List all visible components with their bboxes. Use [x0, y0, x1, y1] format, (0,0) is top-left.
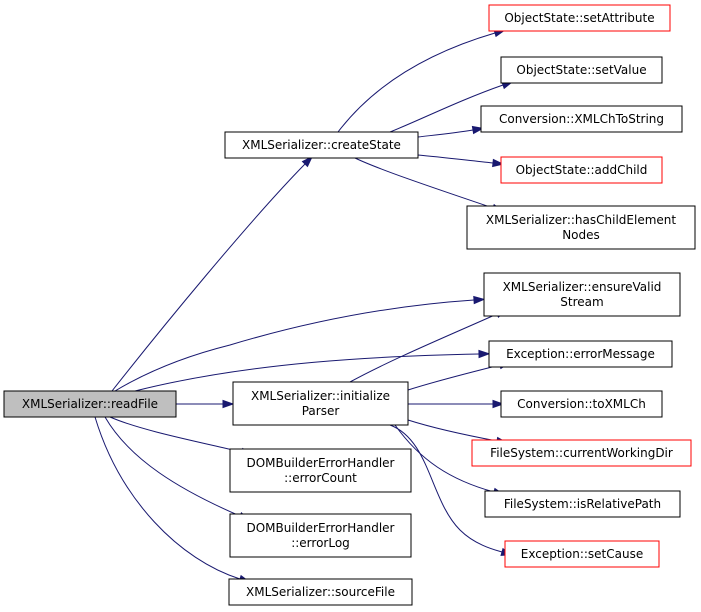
node-isRelativePath[interactable]: FileSystem::isRelativePath — [484, 490, 681, 518]
node-box — [229, 448, 412, 493]
edge-line — [337, 32, 496, 133]
node-box — [471, 439, 692, 467]
node-box — [224, 131, 419, 159]
edge-line — [389, 84, 504, 133]
node-label: Exception::setCause — [521, 547, 643, 561]
node-box — [480, 105, 683, 133]
edge-readFile-to-initializeParser — [175, 399, 235, 409]
edge-readFile-to-errorLog — [104, 416, 251, 521]
node-label: ObjectState::setValue — [516, 63, 646, 77]
edge-createState-to-xmlChToString — [417, 125, 485, 138]
edge-line — [407, 419, 498, 442]
node-label: ObjectState::setAttribute — [504, 11, 654, 25]
node-label: FileSystem::isRelativePath — [504, 497, 661, 511]
node-label: Exception::errorMessage — [506, 347, 655, 361]
node-label: FileSystem::currentWorkingDir — [490, 446, 673, 460]
node-box — [483, 272, 681, 317]
edge-line — [389, 424, 503, 553]
edge-line — [417, 129, 474, 138]
node-setCause[interactable]: Exception::setCause — [504, 540, 660, 568]
edge-line — [134, 353, 480, 392]
edge-line — [114, 299, 475, 392]
node-label: ::errorCount — [284, 471, 357, 485]
edge-initializeParser-to-toXMLCh — [407, 399, 505, 409]
node-label: Conversion::toXMLCh — [517, 397, 646, 411]
node-label: XMLSerializer::ensureValid — [503, 280, 662, 294]
node-label: ::errorLog — [291, 536, 350, 550]
node-currentWorkingDir[interactable]: FileSystem::currentWorkingDir — [471, 439, 692, 467]
node-createState[interactable]: XMLSerializer::createState — [224, 131, 419, 159]
edge-line — [104, 416, 241, 517]
node-box — [500, 390, 663, 418]
edge-line — [111, 163, 306, 392]
edge-arrowhead — [222, 399, 235, 409]
node-box — [466, 205, 696, 250]
node-box — [232, 381, 409, 426]
node-box — [228, 578, 413, 606]
edge-initializeParser-to-ensureValidStream — [349, 309, 508, 383]
node-box — [484, 490, 681, 518]
edge-line — [417, 154, 494, 164]
node-label: Parser — [302, 404, 340, 418]
node-box — [500, 56, 663, 84]
node-xmlChToString[interactable]: Conversion::XMLChToString — [480, 105, 683, 133]
edge-line — [394, 424, 495, 493]
edge-arrowhead — [471, 125, 485, 135]
edge-layer — [94, 29, 514, 583]
node-box — [488, 4, 671, 32]
node-box — [500, 156, 663, 184]
edge-readFile-to-errorMessage — [134, 349, 491, 392]
node-errorLog[interactable]: DOMBuilderErrorHandler::errorLog — [229, 513, 412, 558]
node-label: Conversion::XMLChToString — [499, 112, 664, 126]
edge-readFile-to-sourceFile — [94, 416, 251, 583]
node-layer: XMLSerializer::readFile XMLSerializer::cr… — [3, 4, 696, 606]
edge-arrowhead — [301, 155, 314, 168]
node-label: XMLSerializer::initialize — [251, 389, 390, 403]
node-errorMessage[interactable]: Exception::errorMessage — [488, 340, 673, 368]
node-box — [504, 540, 660, 568]
node-box — [488, 340, 673, 368]
edge-line — [407, 364, 501, 391]
node-setValue[interactable]: ObjectState::setValue — [500, 56, 663, 84]
node-box — [229, 513, 412, 558]
node-addChild[interactable]: ObjectState::addChild — [500, 156, 663, 184]
edge-arrowhead — [473, 295, 486, 305]
node-label: Stream — [560, 295, 603, 309]
node-label: DOMBuilderErrorHandler — [247, 456, 395, 470]
node-box — [3, 390, 177, 418]
edge-readFile-to-createState — [111, 155, 314, 392]
edge-arrowhead — [492, 399, 505, 409]
edge-line — [349, 313, 498, 383]
edge-arrowhead — [492, 158, 505, 168]
node-readFile[interactable]: XMLSerializer::readFile — [3, 390, 177, 418]
edge-line — [109, 416, 243, 453]
edge-createState-to-hasChildElementNodes — [354, 157, 504, 212]
edge-arrowhead — [478, 349, 491, 359]
node-label: XMLSerializer::sourceFile — [246, 585, 395, 599]
node-toXMLCh[interactable]: Conversion::toXMLCh — [500, 390, 663, 418]
node-label: XMLSerializer::createState — [242, 138, 401, 152]
node-label: ObjectState::addChild — [516, 163, 648, 177]
edge-createState-to-setAttribute — [337, 29, 507, 133]
edge-line — [354, 157, 494, 209]
node-label: XMLSerializer::hasChildElement — [486, 213, 676, 227]
node-label: DOMBuilderErrorHandler — [247, 521, 395, 535]
node-label: XMLSerializer::readFile — [22, 397, 158, 411]
node-label: Nodes — [562, 228, 600, 242]
edge-readFile-to-ensureValidStream — [114, 295, 486, 392]
node-errorCount[interactable]: DOMBuilderErrorHandler::errorCount — [229, 448, 412, 493]
edge-createState-to-addChild — [417, 154, 505, 168]
node-setAttribute[interactable]: ObjectState::setAttribute — [488, 4, 671, 32]
edge-line — [94, 416, 241, 580]
node-sourceFile[interactable]: XMLSerializer::sourceFile — [228, 578, 413, 606]
